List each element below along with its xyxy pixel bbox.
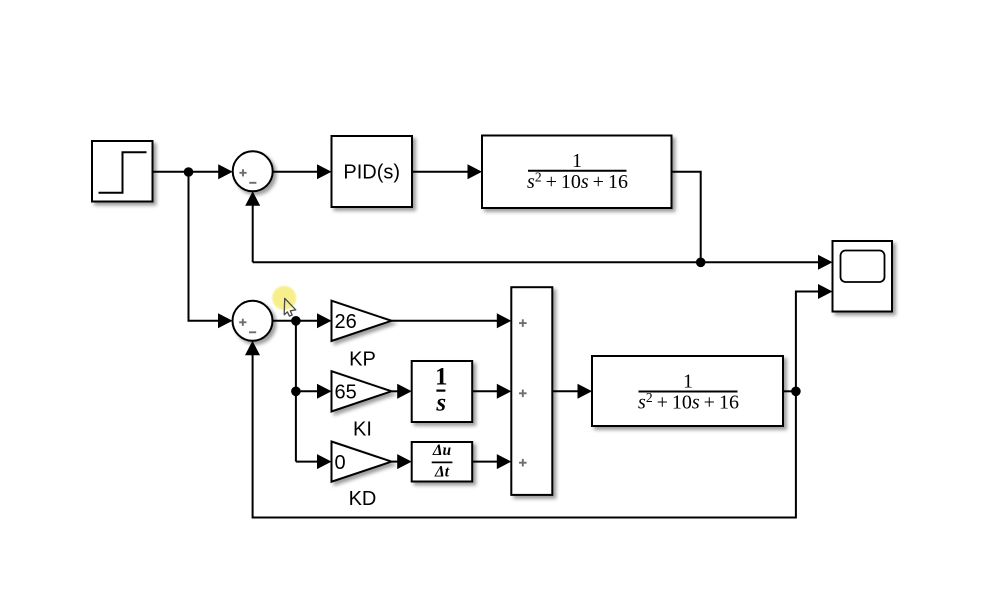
svg-text:0: 0 xyxy=(335,452,346,474)
svg-text:s: s xyxy=(435,389,446,416)
svg-text:s2 + 10s + 16: s2 + 10s + 16 xyxy=(527,170,628,194)
svg-text:s2 + 10s + 16: s2 + 10s + 16 xyxy=(638,390,739,414)
svg-text:65: 65 xyxy=(335,382,357,404)
svg-text:KD: KD xyxy=(349,488,377,510)
svg-text:KI: KI xyxy=(353,418,372,440)
svg-text:PID(s): PID(s) xyxy=(343,162,400,184)
svg-text:26: 26 xyxy=(335,311,357,333)
svg-text:Δu: Δu xyxy=(432,442,452,459)
svg-text:1: 1 xyxy=(683,371,693,393)
svg-text:1: 1 xyxy=(572,150,582,172)
svg-text:KP: KP xyxy=(349,348,376,370)
svg-text:Δt: Δt xyxy=(434,463,450,480)
svg-text:1: 1 xyxy=(435,364,448,391)
